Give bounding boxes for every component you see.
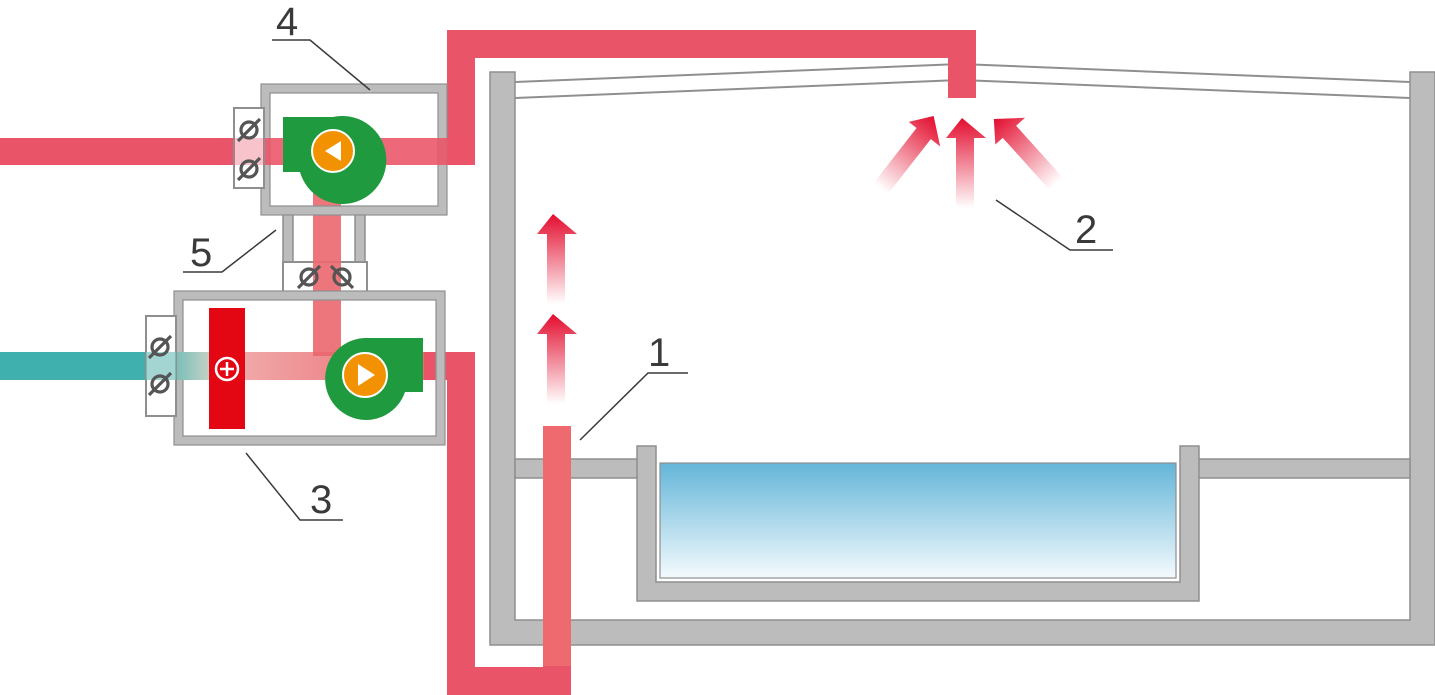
airflow-arrow-icon — [981, 102, 1072, 197]
pool-basin — [636, 445, 1200, 602]
callout-label-4: 4 — [276, 0, 298, 44]
supply-unit — [145, 290, 446, 446]
airflow-arrows-supply — [537, 214, 577, 404]
roof — [514, 63, 1411, 99]
heater-icon — [209, 308, 245, 429]
building-hall — [489, 63, 1435, 646]
airflow-arrow-icon — [946, 118, 986, 208]
fan-icon — [283, 115, 387, 204]
airflow-arrow-icon — [537, 214, 577, 304]
extract-unit — [233, 83, 472, 216]
extract-duct — [0, 30, 976, 165]
callout-label-1: 1 — [648, 331, 670, 375]
airflow-arrow-icon — [865, 106, 953, 202]
airflow-arrows-extract — [865, 102, 1072, 208]
pool-water — [659, 462, 1177, 579]
supply-duct — [0, 352, 571, 695]
airflow-arrow-icon — [537, 314, 577, 404]
fan-icon — [325, 337, 423, 420]
callouts — [183, 39, 1113, 521]
callout-label-3: 3 — [310, 478, 332, 522]
callout-label-5: 5 — [190, 231, 212, 275]
callout-label-2: 2 — [1075, 208, 1097, 252]
